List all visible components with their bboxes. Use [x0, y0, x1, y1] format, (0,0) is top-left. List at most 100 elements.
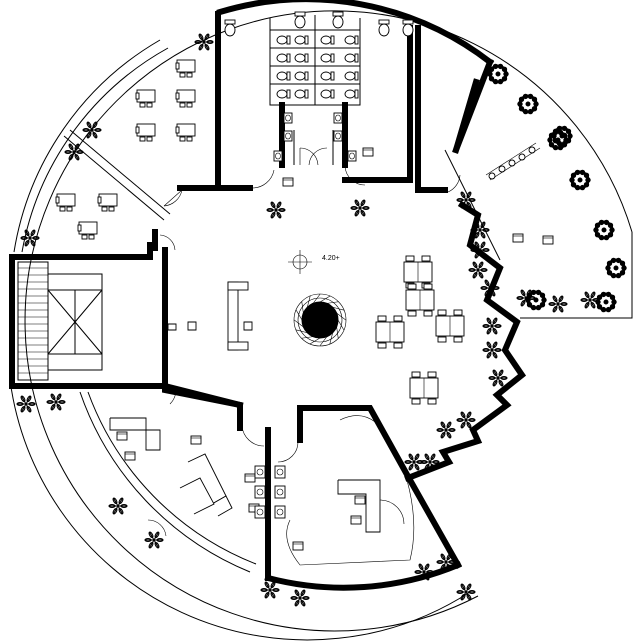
- potted-plants: [16, 33, 600, 607]
- armchair: [244, 473, 256, 483]
- toilet-stall-fixture: [294, 89, 309, 99]
- plant: [46, 393, 66, 411]
- round-plants: [487, 63, 627, 313]
- workstation-desks: [55, 59, 196, 240]
- plant: [82, 121, 102, 139]
- sink: [274, 485, 286, 499]
- sink: [333, 130, 343, 142]
- plant: [548, 295, 568, 313]
- toilet-fixtures: [224, 11, 414, 519]
- toilet-stall-fixture: [294, 53, 309, 63]
- stair-core: [17, 261, 103, 381]
- workstation: [135, 123, 156, 142]
- sink: [274, 505, 286, 519]
- reception-desk: [227, 281, 249, 351]
- plant: [20, 229, 40, 247]
- armchair: [116, 431, 128, 441]
- plant: [420, 453, 440, 471]
- round-plant: [525, 289, 547, 311]
- elevation-label: 4.20+: [322, 255, 340, 262]
- round-plant: [569, 169, 591, 191]
- outer-walls: [9, 0, 633, 641]
- plant: [580, 291, 600, 309]
- toilet: [378, 19, 390, 37]
- toilet: [332, 11, 344, 29]
- plant: [64, 143, 84, 161]
- toilet-stall-fixture: [276, 89, 291, 99]
- round-plant: [517, 93, 539, 115]
- sink: [333, 112, 343, 124]
- armchair: [282, 177, 294, 187]
- toilet-stall-fixture: [320, 71, 335, 81]
- plant: [488, 369, 508, 387]
- plant: [260, 581, 280, 599]
- cafe-table: [405, 283, 435, 317]
- armchair: [190, 435, 202, 445]
- plant: [456, 583, 476, 601]
- plant: [470, 221, 490, 239]
- armchair: [350, 515, 362, 525]
- workstation: [135, 89, 156, 108]
- armchair: [362, 147, 374, 157]
- toilet-stall-fixture: [294, 71, 309, 81]
- toilet-stall-fixture: [344, 35, 359, 45]
- cafe-table: [435, 309, 465, 343]
- plant: [456, 411, 476, 429]
- interior-walls: [63, 11, 501, 443]
- cafe-tables: [375, 255, 465, 405]
- plant: [436, 421, 456, 439]
- plant: [456, 191, 476, 209]
- elevation-marker: 4.20+: [288, 250, 340, 274]
- workstation: [55, 193, 76, 212]
- round-plant: [487, 63, 509, 85]
- armchair: [354, 495, 366, 505]
- plant: [436, 553, 456, 571]
- plant: [468, 261, 488, 279]
- sink: [273, 150, 283, 162]
- toilet: [294, 11, 306, 29]
- plant: [290, 589, 310, 607]
- toilet-stall-fixture: [276, 71, 291, 81]
- plant: [404, 453, 424, 471]
- plant: [482, 317, 502, 335]
- plant: [266, 201, 286, 219]
- sink: [274, 465, 286, 479]
- toilet-stall-fixture: [344, 89, 359, 99]
- office-desks-lower: [109, 417, 233, 517]
- round-plant: [605, 257, 627, 279]
- plant: [16, 395, 36, 413]
- toilet-stall-fixture: [276, 35, 291, 45]
- cafe-table: [403, 255, 433, 289]
- plant: [414, 563, 434, 581]
- workstation: [77, 221, 98, 240]
- plant: [480, 279, 500, 297]
- plant: [350, 199, 370, 217]
- door-swings: [147, 147, 461, 537]
- armchair: [292, 541, 304, 551]
- plant: [470, 241, 490, 259]
- sink: [254, 505, 266, 519]
- toilet-stall-fixture: [320, 35, 335, 45]
- round-plant: [595, 291, 617, 313]
- sink: [254, 485, 266, 499]
- armchairs: [116, 147, 554, 551]
- round-plant: [593, 219, 615, 241]
- sink: [283, 130, 293, 142]
- sink: [347, 150, 357, 162]
- round-plant: [551, 125, 573, 147]
- toilet-stall-fixture: [276, 53, 291, 63]
- toilet-stall-fixture: [344, 53, 359, 63]
- sink: [254, 465, 266, 479]
- toilet-stall-fixture: [320, 53, 335, 63]
- toilet-stall-fixture: [344, 71, 359, 81]
- toilet-stall-fixture: [294, 35, 309, 45]
- cafe-table: [409, 371, 439, 405]
- plant: [144, 531, 164, 549]
- plant: [194, 33, 214, 51]
- toilet: [402, 19, 414, 37]
- sink: [283, 112, 293, 124]
- workstation: [175, 123, 196, 142]
- manager-desk: [286, 415, 415, 566]
- plant: [482, 341, 502, 359]
